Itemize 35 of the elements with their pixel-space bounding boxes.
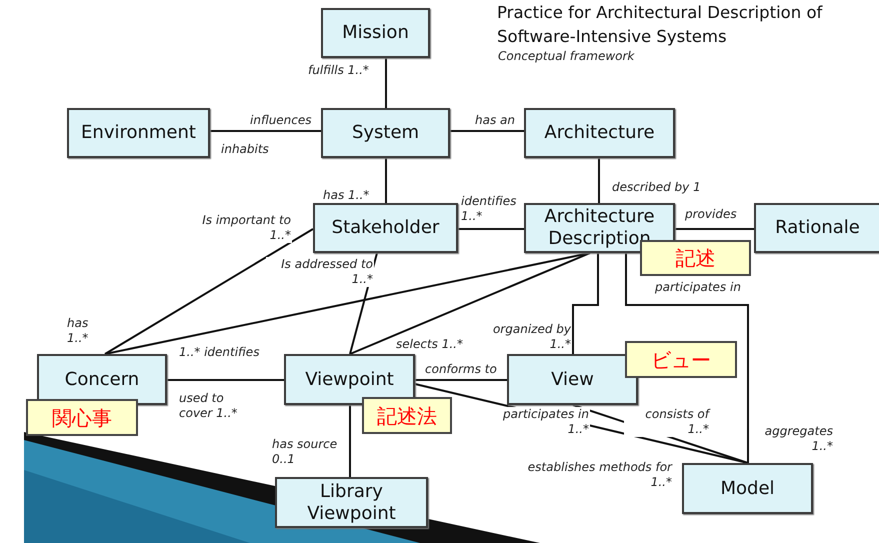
edge-label: consists of 1..* xyxy=(624,407,710,437)
translation-note: ビュー xyxy=(625,341,737,378)
class-box: Library Viewpoint xyxy=(275,477,428,528)
association-line xyxy=(349,405,351,477)
class-box: Environment xyxy=(67,108,210,158)
association-line xyxy=(167,379,284,381)
class-box: Architecture xyxy=(524,108,675,158)
association-line xyxy=(104,228,314,355)
association-line xyxy=(385,158,387,203)
subtitle: Conceptual framework xyxy=(497,49,636,64)
association-line xyxy=(385,58,387,108)
association-line xyxy=(415,379,507,381)
class-box: Rationale xyxy=(754,203,879,253)
class-box: System xyxy=(321,108,450,158)
class-box: Stakeholder xyxy=(313,203,458,253)
title: Practice for Architectural Description of Software-Intensive Systems xyxy=(497,2,824,48)
class-box: Mission xyxy=(321,8,430,58)
role-label: participates in xyxy=(654,280,742,295)
edge-label: described by 1 xyxy=(611,180,702,195)
association-line xyxy=(598,158,600,203)
class-box: Architecture Description xyxy=(524,203,675,253)
association-line xyxy=(350,252,590,355)
association-line xyxy=(210,130,321,132)
association-line xyxy=(450,130,524,132)
association-line xyxy=(458,228,524,230)
translation-note: 関心事 xyxy=(26,399,138,436)
edge-label: Is addressed to 1..* xyxy=(266,257,374,287)
class-box: Viewpoint xyxy=(284,354,415,405)
class-box: Model xyxy=(682,463,813,514)
class-box: Concern xyxy=(37,354,167,405)
association-line xyxy=(675,228,754,230)
translation-note: 記述 xyxy=(640,240,751,276)
class-box: View xyxy=(507,354,638,405)
edge-label: provides xyxy=(684,207,738,222)
translation-note: 記述法 xyxy=(362,397,452,434)
